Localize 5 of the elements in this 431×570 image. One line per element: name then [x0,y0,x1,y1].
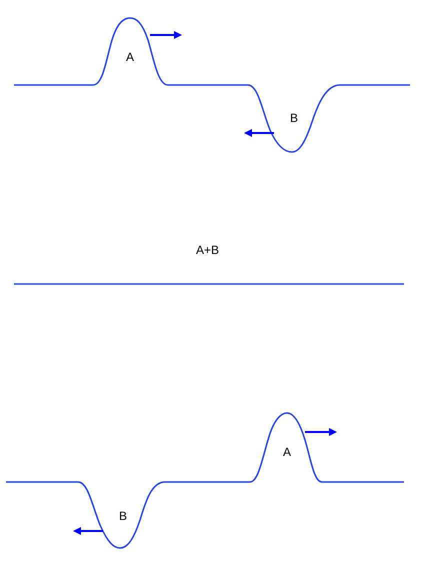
wave-label: B [119,509,128,523]
sum-label: A+B [196,243,220,257]
wave-label: A [283,445,292,459]
wave-label: A [126,50,134,64]
wave-label: B [290,111,298,125]
